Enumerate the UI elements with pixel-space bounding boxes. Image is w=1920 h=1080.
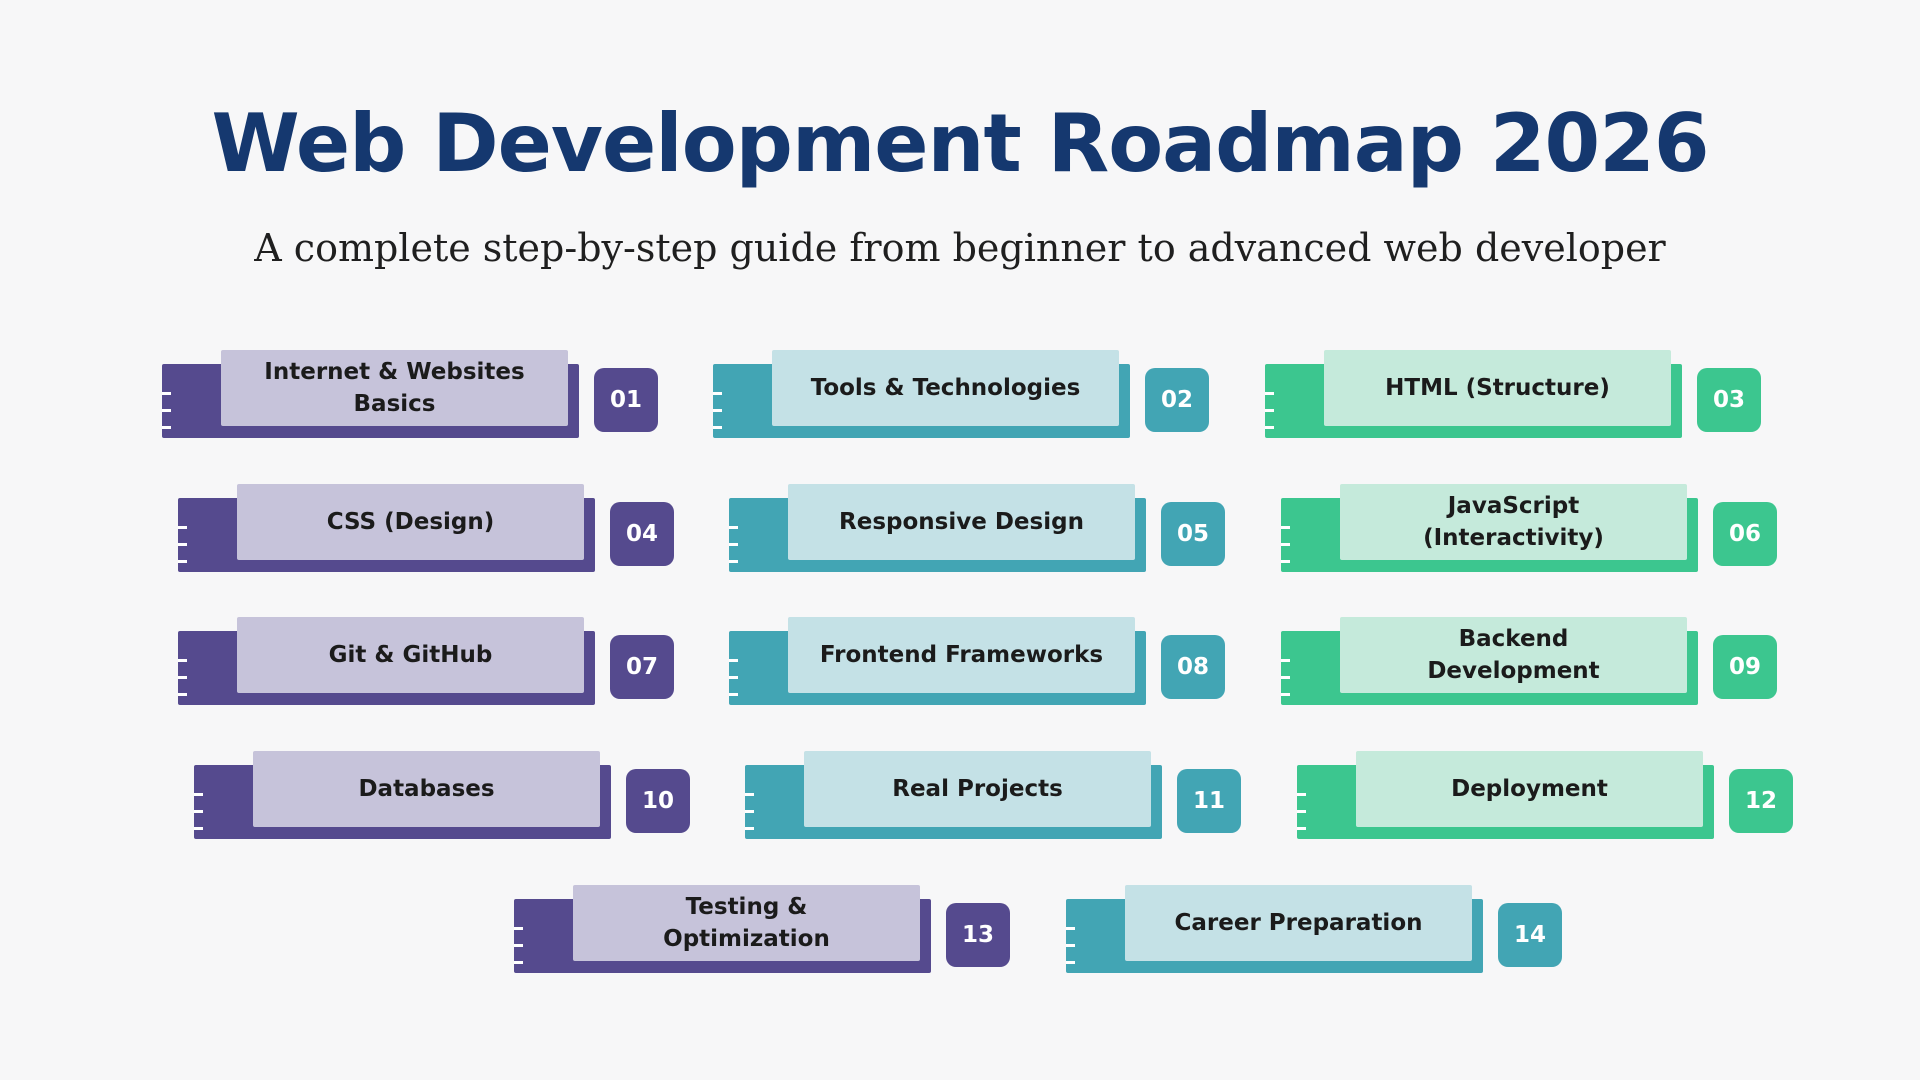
step-label: CSS (Design)	[237, 484, 584, 560]
step-label: Internet & Websites Basics	[221, 350, 568, 426]
step-label: Databases	[253, 751, 600, 827]
binding-pins	[745, 793, 755, 839]
step-number-badge: 04	[610, 502, 674, 566]
binding-pins	[729, 526, 739, 572]
binding-pins	[162, 392, 172, 438]
step-number-badge: 12	[1729, 769, 1793, 833]
step-label: JavaScript (Interactivity)	[1340, 484, 1687, 560]
roadmap-step-10: Databases 10	[194, 751, 690, 839]
step-label: Git & GitHub	[237, 617, 584, 693]
binding-pins	[194, 793, 204, 839]
step-number-badge: 14	[1498, 903, 1562, 967]
roadmap-step-09: Backend Development 09	[1281, 617, 1777, 705]
step-label: Backend Development	[1340, 617, 1687, 693]
step-number-badge: 07	[610, 635, 674, 699]
roadmap-step-03: HTML (Structure) 03	[1265, 350, 1761, 438]
roadmap-step-06: JavaScript (Interactivity) 06	[1281, 484, 1777, 572]
step-number-badge: 08	[1161, 635, 1225, 699]
binding-pins	[514, 927, 524, 973]
step-label: Career Preparation	[1125, 885, 1472, 961]
roadmap-step-08: Frontend Frameworks 08	[729, 617, 1225, 705]
binding-pins	[1265, 392, 1275, 438]
step-label: HTML (Structure)	[1324, 350, 1671, 426]
binding-pins	[1297, 793, 1307, 839]
binding-pins	[729, 659, 739, 705]
roadmap-step-07: Git & GitHub 07	[178, 617, 674, 705]
step-number-badge: 02	[1145, 368, 1209, 432]
binding-pins	[178, 659, 188, 705]
step-number-badge: 06	[1713, 502, 1777, 566]
binding-pins	[178, 526, 188, 572]
step-label: Frontend Frameworks	[788, 617, 1135, 693]
page-subtitle: A complete step-by-step guide from begin…	[254, 226, 1666, 270]
step-label: Real Projects	[804, 751, 1151, 827]
roadmap-step-11: Real Projects 11	[745, 751, 1241, 839]
binding-pins	[1281, 659, 1291, 705]
step-number-badge: 03	[1697, 368, 1761, 432]
step-number-badge: 10	[626, 769, 690, 833]
binding-pins	[1066, 927, 1076, 973]
step-number-badge: 09	[1713, 635, 1777, 699]
step-label: Testing & Optimization	[573, 885, 920, 961]
roadmap-step-04: CSS (Design) 04	[178, 484, 674, 572]
step-label: Deployment	[1356, 751, 1703, 827]
roadmap-step-01: Internet & Websites Basics 01	[162, 350, 658, 438]
roadmap-step-02: Tools & Technologies 02	[713, 350, 1209, 438]
roadmap-step-12: Deployment 12	[1297, 751, 1793, 839]
binding-pins	[1281, 526, 1291, 572]
binding-pins	[713, 392, 723, 438]
roadmap-step-13: Testing & Optimization 13	[514, 885, 1010, 973]
roadmap-step-05: Responsive Design 05	[729, 484, 1225, 572]
step-number-badge: 01	[594, 368, 658, 432]
step-label: Tools & Technologies	[772, 350, 1119, 426]
step-number-badge: 05	[1161, 502, 1225, 566]
step-number-badge: 11	[1177, 769, 1241, 833]
step-number-badge: 13	[946, 903, 1010, 967]
step-label: Responsive Design	[788, 484, 1135, 560]
page-title: Web Development Roadmap 2026	[211, 97, 1709, 190]
roadmap-step-14: Career Preparation 14	[1066, 885, 1562, 973]
